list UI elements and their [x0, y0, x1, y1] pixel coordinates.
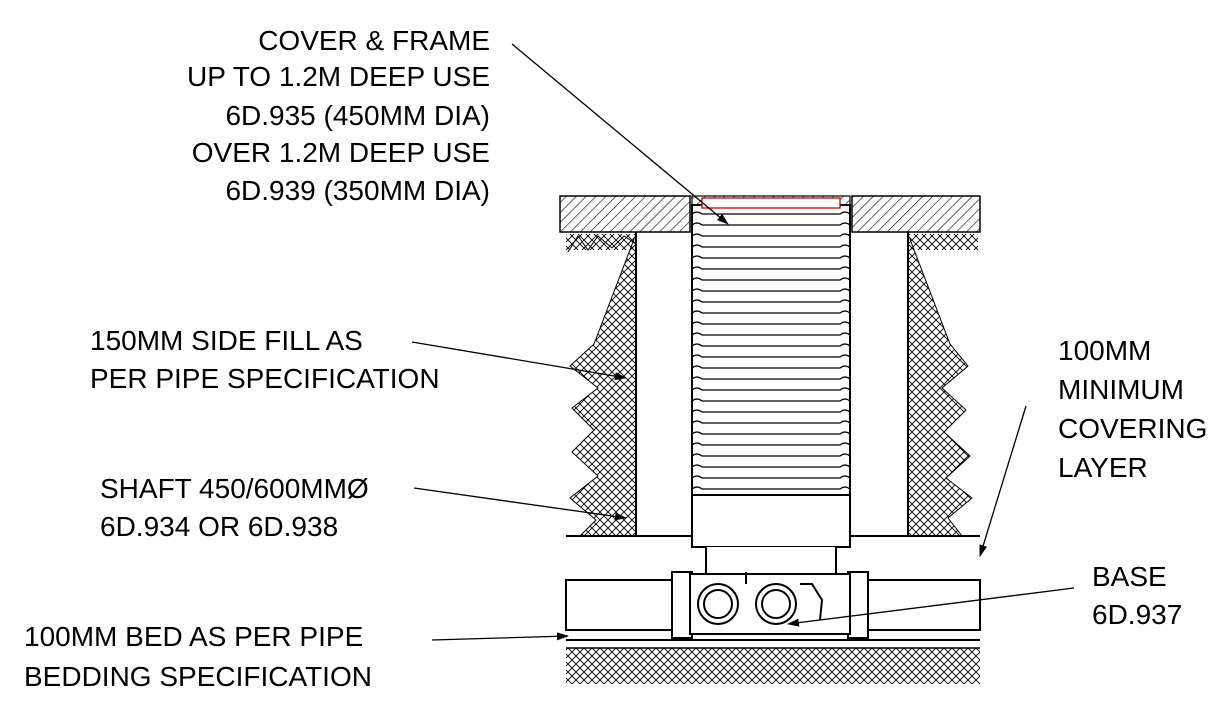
- shaft-rib: [691, 453, 851, 457]
- shaft-rib: [691, 255, 851, 259]
- label-covering-layer-line-4: LAYER: [1058, 452, 1148, 483]
- shaft-rib: [691, 365, 851, 369]
- corrugated-shaft: [691, 197, 851, 496]
- shaft-rib: [691, 310, 851, 314]
- shaft-collar: [691, 494, 851, 575]
- shaft-rib: [691, 387, 851, 391]
- leader-cover-frame: [511, 43, 729, 225]
- shaft-rib: [691, 233, 851, 237]
- label-cover-frame: COVER & FRAME UP TO 1.2M DEEP USE 6D.935…: [187, 25, 490, 206]
- shaft-rib: [691, 211, 851, 215]
- label-cover-frame-line-4: OVER 1.2M DEEP USE: [192, 137, 490, 168]
- label-base: BASE 6D.937: [1092, 561, 1182, 630]
- label-base-line-1: BASE: [1092, 561, 1167, 592]
- label-bed-line-1: 100MM BED AS PER PIPE: [24, 621, 363, 652]
- shaft-rib: [691, 464, 851, 468]
- base-unit: [565, 571, 981, 639]
- shaft-rib: [691, 343, 851, 347]
- shaft-rib: [691, 409, 851, 413]
- shaft-rib: [691, 321, 851, 325]
- leader-shaft: [413, 487, 627, 521]
- label-covering-layer-line-3: COVERING: [1058, 413, 1207, 444]
- shaft-rib: [691, 299, 851, 303]
- label-base-line-2: 6D.937: [1092, 599, 1182, 630]
- trench-walls: [566, 232, 980, 641]
- label-bed: 100MM BED AS PER PIPE BEDDING SPECIFICAT…: [24, 621, 372, 692]
- shaft-rib: [691, 475, 851, 479]
- label-shaft-line-2: 6D.934 OR 6D.938: [100, 511, 338, 542]
- label-side-fill-line-2: PER PIPE SPECIFICATION: [90, 363, 440, 394]
- shaft-rib: [691, 244, 851, 248]
- shaft-rib: [691, 442, 851, 446]
- leader-side-fill: [411, 341, 627, 381]
- label-cover-frame-line-2: UP TO 1.2M DEEP USE: [187, 61, 490, 92]
- label-side-fill: 150MM SIDE FILL AS PER PIPE SPECIFICATIO…: [90, 325, 440, 394]
- label-cover-frame-line-1: COVER & FRAME: [258, 25, 490, 56]
- leader-bed: [431, 632, 569, 641]
- shaft-rib: [691, 266, 851, 270]
- shaft-rib: [691, 376, 851, 380]
- shaft-rib: [691, 486, 851, 490]
- label-shaft: SHAFT 450/600MMØ 6D.934 OR 6D.938: [100, 473, 369, 542]
- shaft-rib: [691, 398, 851, 402]
- label-cover-frame-line-3: 6D.935 (450MM DIA): [225, 100, 490, 131]
- label-side-fill-line-1: 150MM SIDE FILL AS: [90, 325, 363, 356]
- label-cover-frame-line-5: 6D.939 (350MM DIA): [225, 175, 490, 206]
- label-covering-layer-line-1: 100MM: [1058, 335, 1151, 366]
- shaft-rib: [691, 420, 851, 424]
- bedding-layer: [566, 647, 980, 684]
- leader-lines: [411, 43, 1075, 641]
- natural-soil-right: [907, 233, 973, 537]
- shaft-rib: [691, 222, 851, 226]
- leader-base: [787, 587, 1075, 627]
- leader-covering-layer: [979, 405, 1027, 557]
- shaft-rib: [691, 288, 851, 292]
- shaft-rib: [691, 354, 851, 358]
- shaft-rib: [691, 332, 851, 336]
- shaft-rib: [691, 431, 851, 435]
- label-covering-layer-line-2: MINIMUM: [1058, 374, 1184, 405]
- label-bed-line-2: BEDDING SPECIFICATION: [24, 661, 372, 692]
- natural-soil-left: [569, 233, 637, 537]
- label-shaft-line-1: SHAFT 450/600MMØ: [100, 473, 369, 504]
- label-covering-layer: 100MM MINIMUM COVERING LAYER: [1058, 335, 1207, 483]
- shaft-rib: [691, 277, 851, 281]
